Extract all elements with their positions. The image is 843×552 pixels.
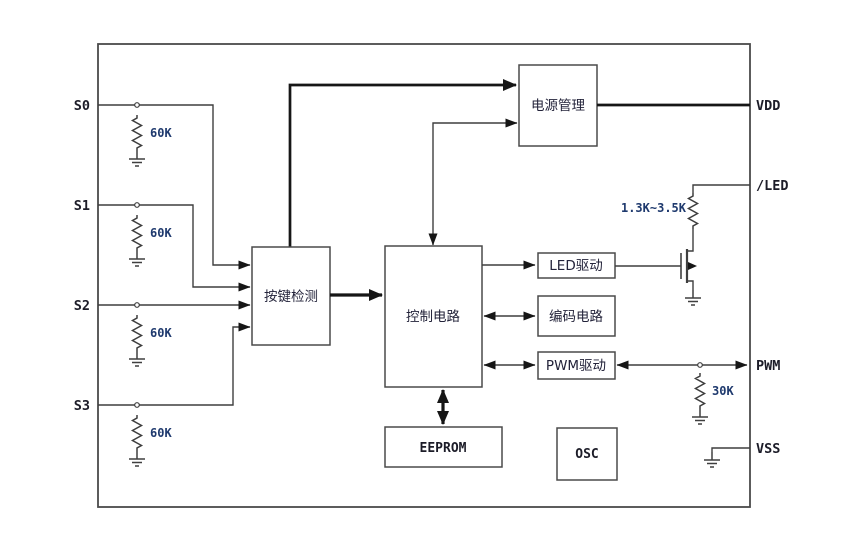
block-led-driver: LED驱动 xyxy=(537,252,616,279)
mosfet-source-wire xyxy=(687,280,694,290)
ground-pwm xyxy=(691,408,709,425)
block-control: 控制电路 xyxy=(384,245,483,388)
block-pwm-driver-box xyxy=(537,351,616,380)
block-osc-label: OSC xyxy=(575,447,598,462)
block-power-label: 电源管理 xyxy=(531,98,585,114)
pin-led: /LED xyxy=(756,178,789,194)
resistor-s1-value: 60K xyxy=(150,226,172,240)
block-control-label: 控制电路 xyxy=(406,309,460,325)
block-encoder-box xyxy=(537,295,616,337)
block-power-box xyxy=(518,64,598,147)
wire-keydetect-to-power xyxy=(288,79,517,247)
resistor-s0-value: 60K xyxy=(150,126,172,140)
ground-mosfet xyxy=(684,289,702,306)
resistor-s2 xyxy=(131,314,143,352)
ground-s3 xyxy=(128,450,146,467)
mosfet-body-arrow xyxy=(688,262,697,270)
wire-vss xyxy=(711,447,750,452)
node-s2 xyxy=(134,302,140,308)
pin-pwm: PWM xyxy=(756,358,780,374)
pin-s1: S1 xyxy=(74,198,90,214)
block-led-driver-label: LED驱动 xyxy=(549,258,602,274)
resistor-pwm-value: 30K xyxy=(712,384,734,398)
pin-s0: S0 xyxy=(74,98,90,114)
wire-control-power xyxy=(428,118,518,246)
block-eeprom-label: EEPROM xyxy=(420,441,467,456)
block-key-detect: 按键检测 xyxy=(251,246,331,346)
ground-s1 xyxy=(128,250,146,267)
resistor-s3 xyxy=(131,414,143,452)
ground-s2 xyxy=(128,350,146,367)
node-pwm xyxy=(697,362,703,368)
resistor-pwm xyxy=(694,372,706,410)
block-encoder: 编码电路 xyxy=(537,295,616,337)
node-s0 xyxy=(134,102,140,108)
ground-vss xyxy=(703,451,721,468)
resistor-s0 xyxy=(131,114,143,152)
wire-s1 xyxy=(98,204,251,292)
wire-s0 xyxy=(98,104,251,270)
block-osc-box xyxy=(556,427,618,481)
node-s3 xyxy=(134,402,140,408)
mosfet-led xyxy=(615,229,697,290)
pin-vss: VSS xyxy=(756,441,780,457)
resistor-led xyxy=(687,192,699,230)
wire-led-pin xyxy=(692,184,750,193)
resistor-s3-value: 60K xyxy=(150,426,172,440)
resistor-s2-value: 60K xyxy=(150,326,172,340)
block-pwm-driver: PWM驱动 xyxy=(537,351,616,380)
block-control-box xyxy=(384,245,483,388)
block-pwm-driver-label: PWM驱动 xyxy=(546,358,606,374)
block-eeprom-box xyxy=(384,426,503,468)
block-osc: OSC xyxy=(556,427,618,481)
block-key-detect-box xyxy=(251,246,331,346)
block-key-detect-label: 按键检测 xyxy=(264,289,318,305)
mosfet-drain-wire xyxy=(687,229,694,252)
pin-s2: S2 xyxy=(74,298,90,314)
pin-s3: S3 xyxy=(74,398,90,414)
chip-outline xyxy=(97,43,751,508)
resistor-led-value: 1.3K~3.5K xyxy=(621,201,687,215)
block-eeprom: EEPROM xyxy=(384,426,503,468)
ground-s0 xyxy=(128,150,146,167)
pin-vdd: VDD xyxy=(756,98,780,114)
resistor-s1 xyxy=(131,214,143,252)
wire-s3 xyxy=(98,322,251,406)
block-power: 电源管理 xyxy=(518,64,598,147)
block-encoder-label: 编码电路 xyxy=(549,309,603,325)
node-s1 xyxy=(134,202,140,208)
